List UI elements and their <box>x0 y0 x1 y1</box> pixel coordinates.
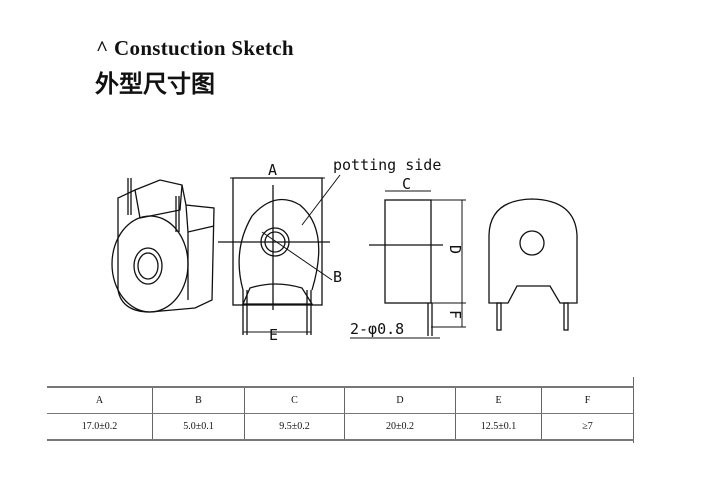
potting-side-label: potting side <box>333 156 441 174</box>
header-cell: C <box>244 386 345 414</box>
value-cell: 5.0±0.1 <box>152 413 245 441</box>
value-cell: 20±0.2 <box>344 413 456 441</box>
title-english: ^ Constuction Sketch <box>96 36 294 60</box>
value-cell: 12.5±0.1 <box>455 413 542 441</box>
dim-label-b: B <box>333 268 342 286</box>
dim-label-c: C <box>402 175 411 193</box>
title-chinese: 外型尺寸图 <box>95 70 215 98</box>
header-cell: E <box>455 386 542 414</box>
table-right-border <box>633 377 634 443</box>
dim-label-d: D <box>446 245 464 254</box>
header-cell: F <box>541 386 634 414</box>
dimension-table: A B C D E F 17.0±0.2 5.0±0.1 9.5±0.2 20±… <box>47 386 634 441</box>
header-cell: B <box>152 386 245 414</box>
dim-label-e: E <box>269 326 278 344</box>
header-cell: A <box>47 386 153 414</box>
isometric-view <box>111 178 215 313</box>
pin-diameter-label: 2-φ0.8 <box>350 320 404 338</box>
rear-view <box>488 198 578 331</box>
value-cell: 17.0±0.2 <box>47 413 153 441</box>
header-cell: D <box>344 386 456 414</box>
dim-label-f: F <box>446 310 464 319</box>
value-cell: 9.5±0.2 <box>244 413 345 441</box>
table-row: 17.0±0.2 5.0±0.1 9.5±0.2 20±0.2 12.5±0.1… <box>47 413 634 441</box>
value-cell: ≥7 <box>541 413 634 441</box>
front-view <box>218 174 341 335</box>
dim-label-a: A <box>268 161 277 179</box>
side-view <box>350 190 466 339</box>
table-header-row: A B C D E F <box>47 386 634 414</box>
